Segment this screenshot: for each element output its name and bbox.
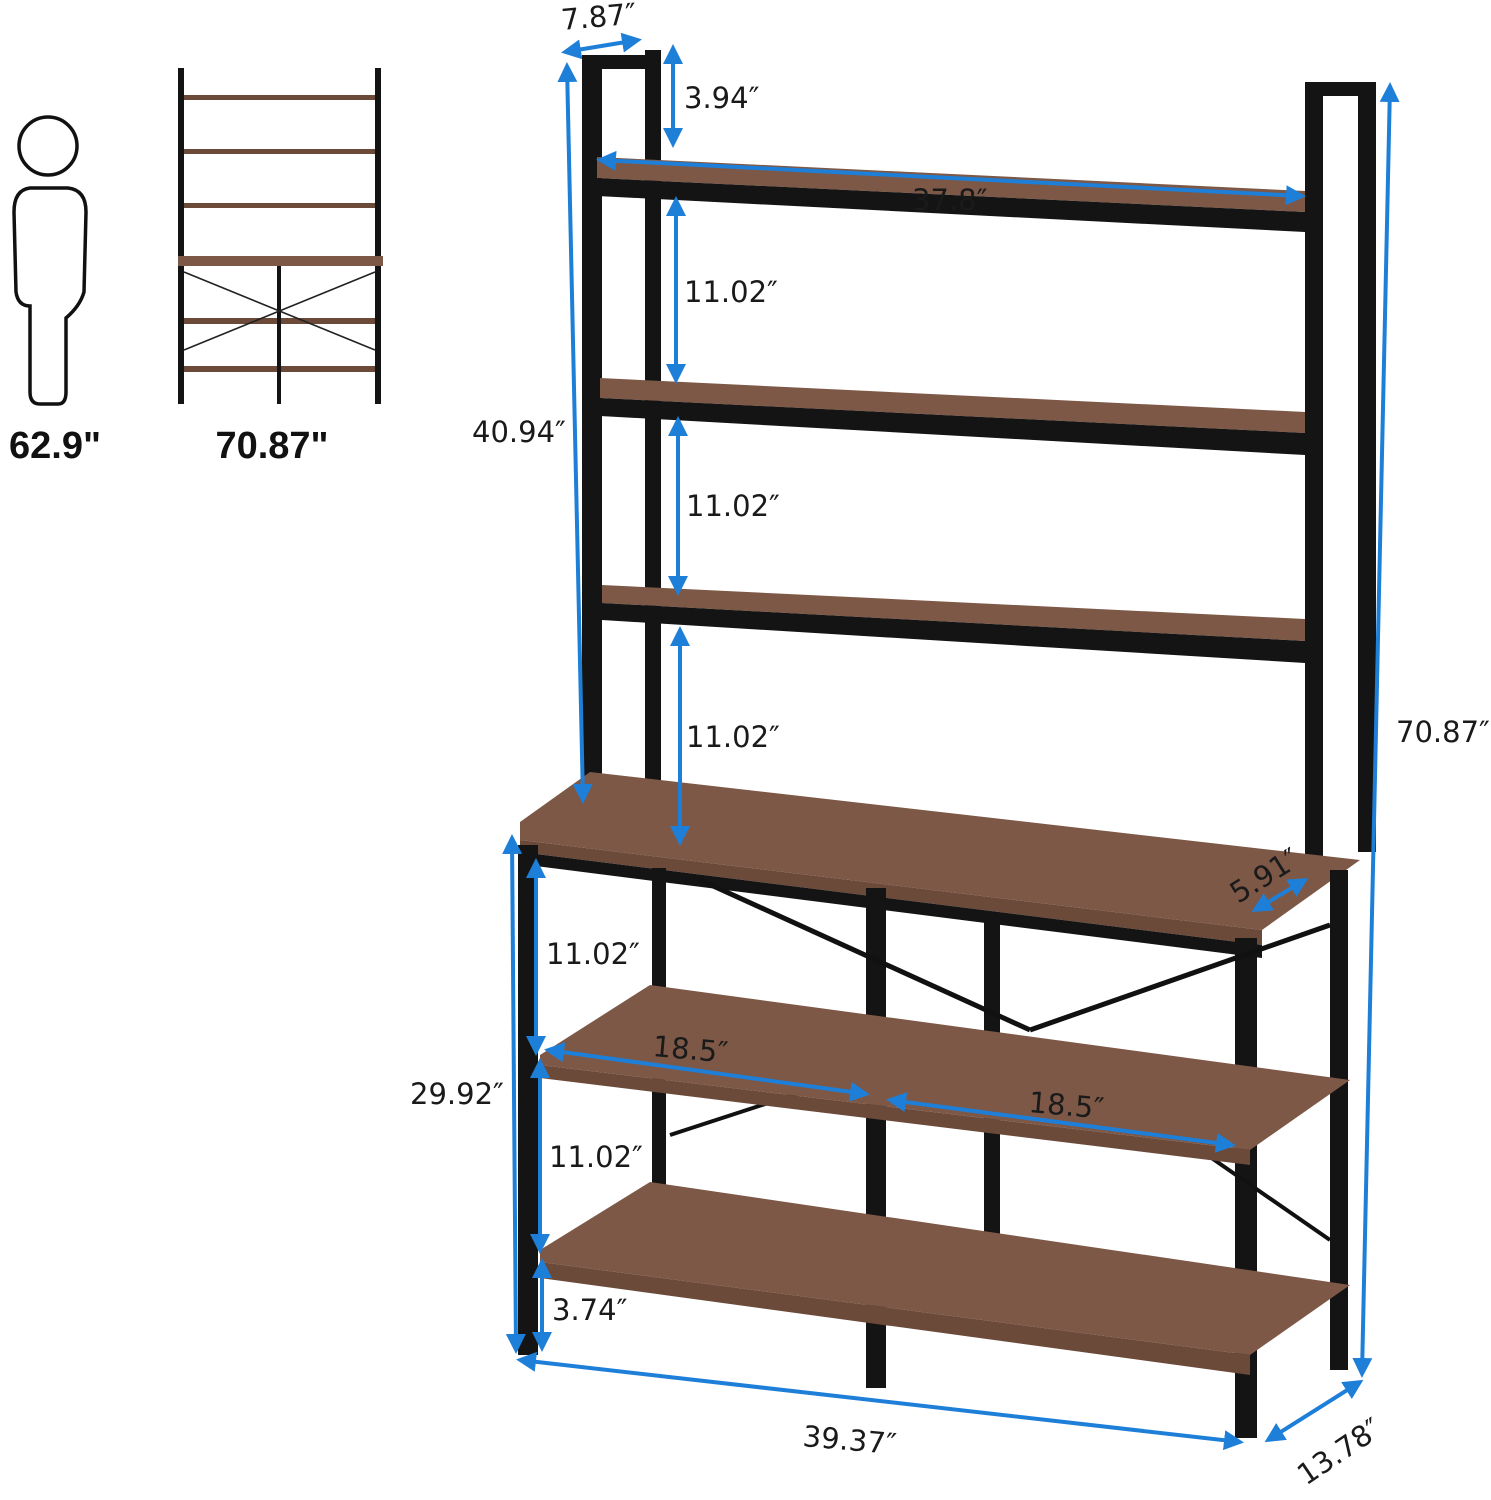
- bakers-rack-illustration: [518, 50, 1376, 1438]
- upper-gap-3-label: 11.02″: [686, 720, 780, 754]
- total-width-label: 39.37″: [801, 1419, 898, 1461]
- person-height-label: 62.9": [9, 425, 101, 467]
- lower-height-label: 29.92″: [410, 1077, 504, 1111]
- top-gap-label: 3.94″: [684, 81, 760, 115]
- person-silhouette-icon: [12, 115, 88, 406]
- top-depth-label: 7.87″: [560, 0, 638, 37]
- total-depth-label: 13.78″: [1291, 1411, 1388, 1492]
- dimension-arrows: [502, 32, 1400, 1451]
- total-height-label: 70.87″: [1396, 715, 1490, 749]
- shelf-width-right-label: 18.5″: [1027, 1085, 1105, 1125]
- shelf-thumbnail-icon: [178, 68, 383, 404]
- lower-gap-2-label: 11.02″: [549, 1140, 643, 1174]
- upper-gap-2-label: 11.02″: [686, 489, 780, 523]
- shelf-width-left-label: 18.5″: [651, 1029, 729, 1069]
- upper-gap-1-label: 11.02″: [684, 275, 778, 309]
- lower-gap-1-label: 11.02″: [546, 937, 640, 971]
- upper-height-label: 40.94″: [472, 415, 566, 449]
- top-width-label: 37.8″: [912, 183, 988, 217]
- shelf-height-label: 70.87": [215, 425, 328, 467]
- bottom-clearance-label: 3.74″: [552, 1293, 628, 1327]
